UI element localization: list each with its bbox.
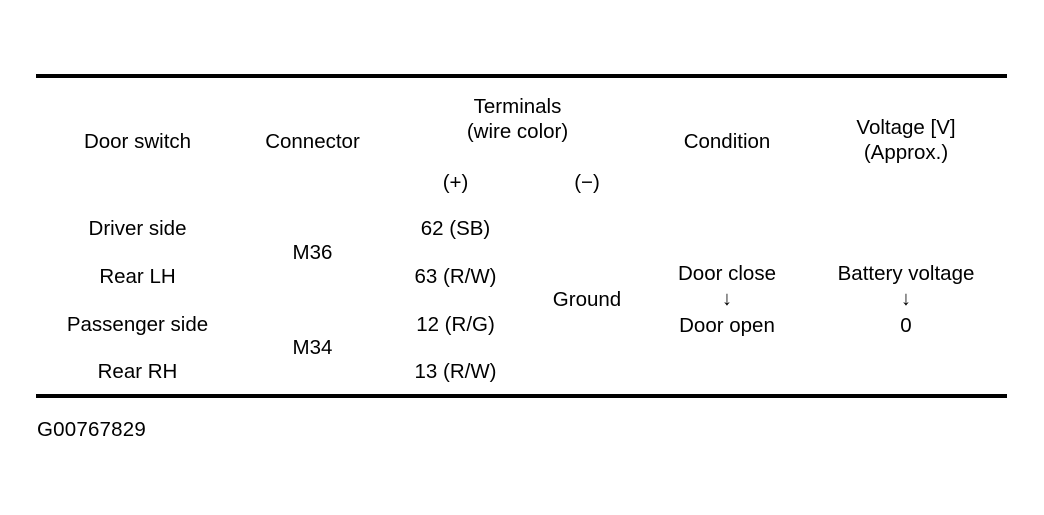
table-row: Rear RH 13 (R/W) <box>36 348 1007 396</box>
cell-door-switch-0: Driver side <box>88 216 187 240</box>
cell-terminal-positive-2: 12 (R/G) <box>416 312 495 336</box>
cell-terminal-negative-ground: Ground <box>552 287 622 311</box>
condition-state-after: Door open <box>679 313 775 337</box>
header-condition: Condition <box>683 129 771 153</box>
header-terminals-line1: Terminals <box>473 94 562 118</box>
cell-door-switch-1: Rear LH <box>99 264 176 288</box>
header-voltage-line1: Voltage [V] <box>856 116 956 140</box>
cell-terminal-positive-0: 62 (SB) <box>420 216 491 240</box>
cell-terminal-positive-1: 63 (R/W) <box>414 264 497 288</box>
voltage-value-after: 0 <box>900 313 912 337</box>
cell-voltage: Battery voltage ↓ 0 <box>805 204 1007 396</box>
header-terminal-negative: (−) <box>574 171 600 194</box>
header-terminals: Terminals (wire color) <box>386 76 649 161</box>
cell-door-switch-3: Rear RH <box>97 359 178 383</box>
condition-state-before: Door close <box>678 261 776 285</box>
cell-terminal-positive-3: 13 (R/W) <box>414 359 497 383</box>
header-voltage: Voltage [V] (Approx.) <box>805 76 1007 204</box>
cell-connector-group-2: M34 <box>292 335 333 359</box>
table-row: Driver side M36 62 (SB) Ground Door clos… <box>36 204 1007 337</box>
voltage-value-before: Battery voltage <box>837 261 975 285</box>
figure-caption: G00767829 <box>37 418 146 441</box>
header-terminal-positive: (+) <box>442 171 469 194</box>
table-header-row-primary: Door switch Connector Terminals (wire co… <box>36 76 1007 164</box>
cell-door-switch-2: Passenger side <box>66 312 209 336</box>
cell-condition: Door close ↓ Door open <box>649 204 805 396</box>
header-terminals-line2: (wire color) <box>466 119 569 143</box>
cell-connector-group-1: M36 <box>292 240 333 264</box>
header-door-switch: Door switch <box>83 129 192 153</box>
table-row: Passenger side M34 12 (R/G) <box>36 300 1007 359</box>
down-arrow-icon: ↓ <box>901 287 911 310</box>
header-voltage-line2: (Approx.) <box>863 141 949 164</box>
down-arrow-icon: ↓ <box>722 287 732 310</box>
door-switch-voltage-table: Door switch Connector Terminals (wire co… <box>36 74 1007 398</box>
table-row: Rear LH 63 (R/W) <box>36 252 1007 300</box>
table-header-row-secondary: (+) (−) <box>36 161 1007 204</box>
header-connector: Connector <box>265 129 360 153</box>
